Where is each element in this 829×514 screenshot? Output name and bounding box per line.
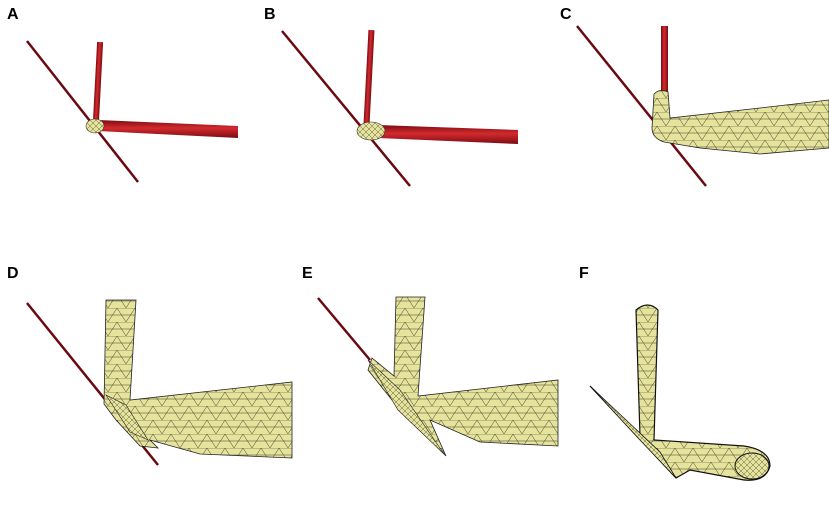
mesh-tip-f (734, 452, 770, 480)
mesh-junction-f (589, 385, 677, 479)
thin-vessel-a (26, 40, 139, 183)
mesh-junction-d (105, 394, 149, 441)
horizontal-vessel-a (98, 120, 238, 138)
panel-label-f: F (579, 265, 589, 282)
panel-label-d: D (7, 265, 19, 282)
panel-f-image (589, 304, 771, 481)
thin-vessel-b (281, 30, 411, 187)
seed-mesh-a (85, 118, 105, 134)
vertical-vessel-b (363, 29, 375, 126)
mesh-junction-e (367, 359, 445, 455)
mesh-branch-c (651, 90, 829, 155)
panel-label-e: E (302, 265, 313, 282)
vertical-vessel-c (661, 26, 668, 96)
panel-label-b: B (264, 6, 276, 23)
horizontal-vessel-b (378, 125, 518, 144)
panel-c-image (576, 25, 829, 187)
panel-label-c: C (560, 6, 572, 23)
mesh-branch-d (103, 299, 293, 459)
panel-b-image (281, 29, 518, 187)
panel-d-image (26, 299, 293, 466)
seed-mesh-b (356, 121, 386, 141)
mesh-branch-f (589, 304, 771, 481)
panel-a-image (26, 40, 238, 183)
thin-vessel-c (576, 25, 707, 187)
vertical-vessel-a (92, 41, 104, 123)
panel-label-a: A (7, 6, 19, 23)
thin-vessel-e (317, 297, 371, 361)
panel-e-image (317, 296, 559, 457)
mesh-branch-e (367, 296, 559, 457)
